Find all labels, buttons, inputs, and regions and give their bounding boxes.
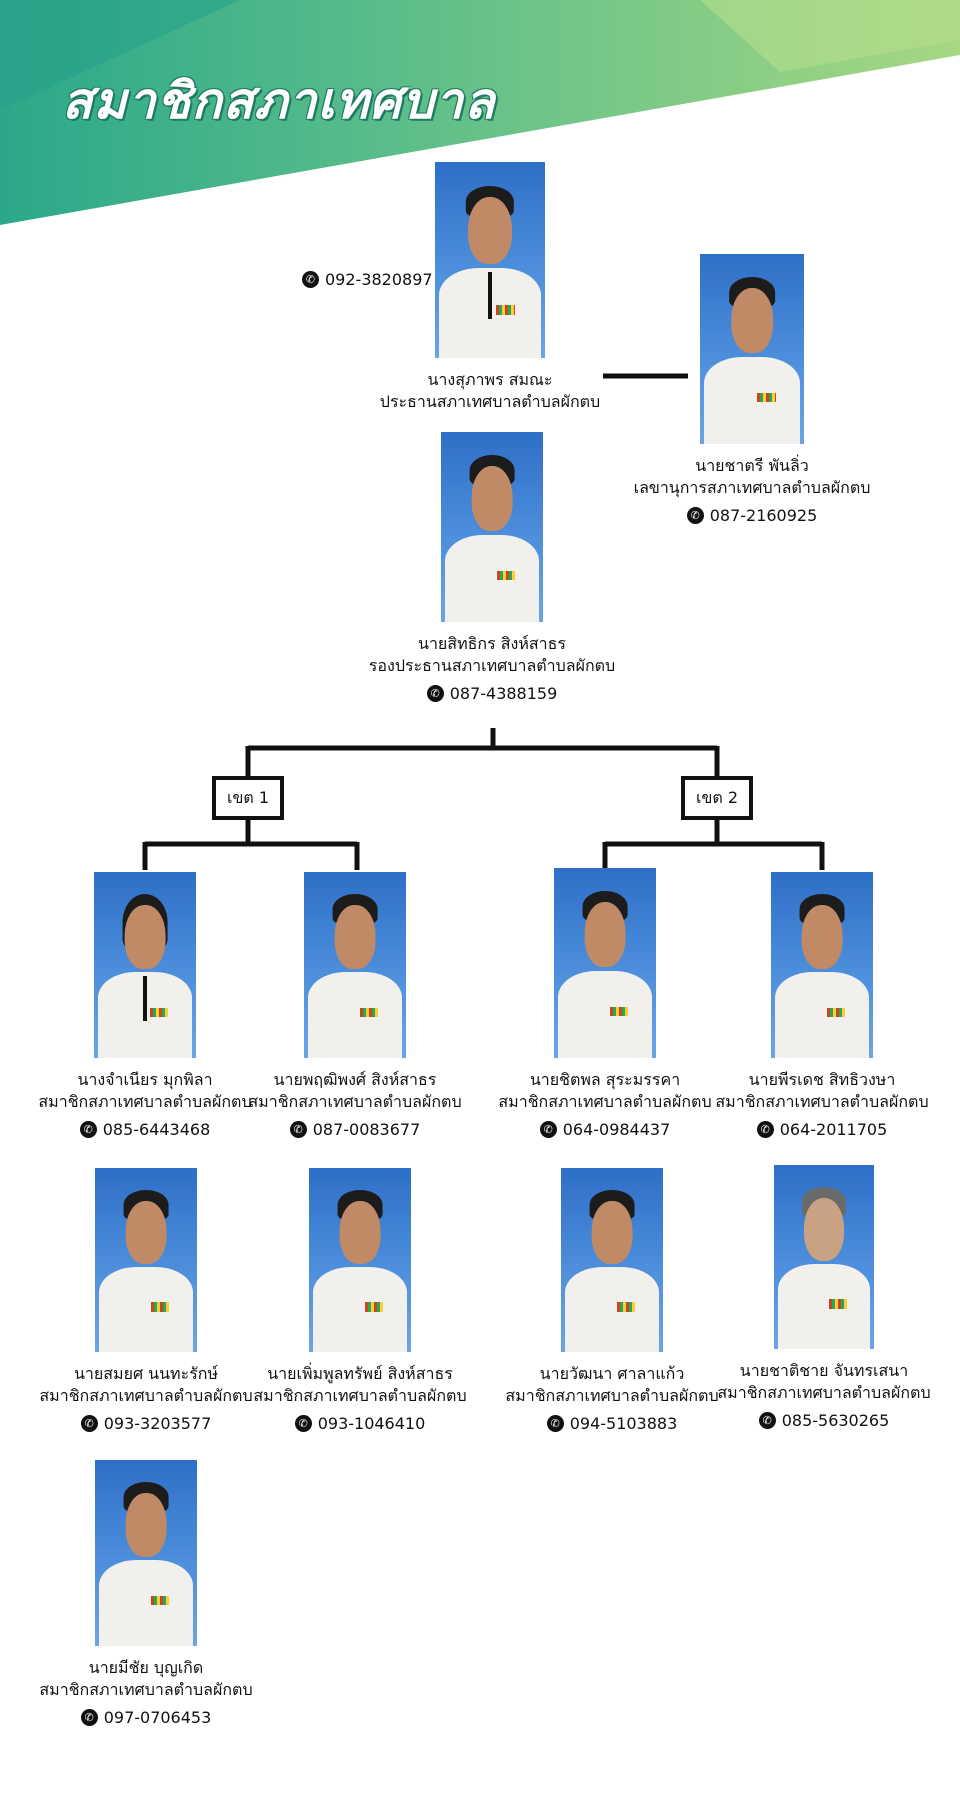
phone-number: 092-3820897 (325, 270, 433, 289)
member-name: นางจำเนียร มุกพิลา (77, 1070, 213, 1089)
phone-icon: ✆ (546, 1415, 564, 1432)
phone-row: ✆ 094-5103883 (482, 1414, 742, 1433)
phone-row: ✆ 093-3203577 (16, 1414, 276, 1433)
phone-number: 064-0984437 (562, 1120, 671, 1139)
portrait-photo (94, 872, 196, 1058)
member-role: สมาชิกสภาเทศบาลตำบลผักตบ (498, 1092, 712, 1111)
portrait-photo (435, 162, 545, 358)
phone-icon: ✆ (756, 1121, 774, 1138)
portrait-photo (441, 432, 543, 622)
member-role: สมาชิกสภาเทศบาลตำบลผักตบ (248, 1092, 462, 1111)
portrait-photo (304, 872, 406, 1058)
portrait-photo (561, 1168, 663, 1352)
member-card: นายพฤฒิพงศ์ สิงห์สาธร สมาชิกสภาเทศบาลตำบ… (225, 872, 485, 1139)
portrait-photo (774, 1165, 874, 1349)
member-name: นายชิตพล สุระมรรคา (529, 1070, 681, 1089)
phone-icon: ✆ (294, 1415, 312, 1432)
member-card: นายเพิ่มพูลทรัพย์ สิงห์สาธร สมาชิกสภาเทศ… (230, 1168, 490, 1433)
member-card: นายสมยศ นนทะรักษ์ สมาชิกสภาเทศบาลตำบลผัก… (16, 1168, 276, 1433)
phone-row: ✆ 087-2160925 (622, 506, 882, 525)
member-role: สมาชิกสภาเทศบาลตำบลผักตบ (38, 1092, 252, 1111)
phone-icon: ✆ (80, 1415, 98, 1432)
phone-number: 087-2160925 (709, 506, 818, 525)
phone-icon: ✆ (426, 685, 444, 702)
portrait-photo (95, 1460, 197, 1646)
member-card: นายพีรเดช สิทธิวงษา สมาชิกสภาเทศบาลตำบลผ… (692, 872, 952, 1139)
phone-row: ✆ 064-2011705 (692, 1120, 952, 1139)
member-name: นายพฤฒิพงศ์ สิงห์สาธร (273, 1070, 437, 1089)
member-name: นางสุภาพร สมณะ (427, 370, 553, 389)
member-name: นายมีชัย บุญเกิด (88, 1658, 204, 1677)
member-card-president: นางสุภาพร สมณะ ประธานสภาเทศบาลตำบลผักตบ (360, 162, 620, 412)
phone-icon: ✆ (686, 507, 704, 524)
phone-icon: ✆ (289, 1121, 307, 1138)
member-role: เลขานุการสภาเทศบาลตำบลผักตบ (633, 478, 871, 497)
member-card-secretary: นายชาตรี พันลิ่ว เลขานุการสภาเทศบาลตำบลผ… (622, 254, 882, 525)
phone-number: 097-0706453 (103, 1708, 212, 1727)
phone-number: 094-5103883 (569, 1414, 678, 1433)
phone-row: ✆ 087-4388159 (362, 684, 622, 703)
member-name: นายวัฒนา ศาลาแก้ว (539, 1364, 685, 1383)
portrait-photo (309, 1168, 411, 1352)
page-title: สมาชิกสภาเทศบาล (62, 71, 496, 130)
member-card: นายชาติชาย จันทรเสนา สมาชิกสภาเทศบาลตำบล… (694, 1165, 954, 1430)
phone-number: 093-3203577 (103, 1414, 212, 1433)
member-role: รองประธานสภาเทศบาลตำบลผักตบ (368, 656, 616, 675)
zone-box-1: เขต 1 (212, 776, 284, 820)
header-band (0, 0, 960, 230)
phone-number: 085-6443468 (102, 1120, 211, 1139)
member-name: นายชาตรี พันลิ่ว (695, 456, 809, 475)
phone-icon: ✆ (302, 271, 319, 288)
member-role: สมาชิกสภาเทศบาลตำบลผักตบ (39, 1386, 253, 1405)
phone-icon: ✆ (758, 1412, 776, 1429)
phone-number: 087-4388159 (449, 684, 558, 703)
phone-icon: ✆ (79, 1121, 97, 1138)
member-role: สมาชิกสภาเทศบาลตำบลผักตบ (715, 1092, 929, 1111)
zone-box-2: เขต 2 (681, 776, 753, 820)
president-phone: ✆ 092-3820897 (302, 270, 433, 289)
member-card-vice-president: นายสิทธิกร สิงห์สาธร รองประธานสภาเทศบาลต… (362, 432, 622, 703)
member-card: นายวัฒนา ศาลาแก้ว สมาชิกสภาเทศบาลตำบลผัก… (482, 1168, 742, 1433)
member-card: นายมีชัย บุญเกิด สมาชิกสภาเทศบาลตำบลผักต… (16, 1460, 276, 1727)
member-name: นายพีรเดช สิทธิวงษา (748, 1070, 896, 1089)
portrait-photo (771, 872, 873, 1058)
member-card: นายชิตพล สุระมรรคา สมาชิกสภาเทศบาลตำบลผั… (475, 868, 735, 1139)
member-role: สมาชิกสภาเทศบาลตำบลผักตบ (253, 1386, 467, 1405)
member-name: นายสิทธิกร สิงห์สาธร (418, 634, 566, 653)
member-role: ประธานสภาเทศบาลตำบลผักตบ (379, 392, 601, 411)
member-role: สมาชิกสภาเทศบาลตำบลผักตบ (39, 1680, 253, 1699)
member-name: นายชาติชาย จันทรเสนา (739, 1361, 909, 1380)
phone-row: ✆ 097-0706453 (16, 1708, 276, 1727)
phone-number: 085-5630265 (781, 1411, 890, 1430)
phone-row: ✆ 064-0984437 (475, 1120, 735, 1139)
member-role: สมาชิกสภาเทศบาลตำบลผักตบ (505, 1386, 719, 1405)
member-name: นายสมยศ นนทะรักษ์ (73, 1364, 219, 1383)
portrait-photo (700, 254, 804, 444)
member-name: นายเพิ่มพูลทรัพย์ สิงห์สาธร (267, 1364, 453, 1383)
member-role: สมาชิกสภาเทศบาลตำบลผักตบ (717, 1383, 931, 1402)
phone-row: ✆ 093-1046410 (230, 1414, 490, 1433)
phone-number: 064-2011705 (779, 1120, 888, 1139)
portrait-photo (95, 1168, 197, 1352)
phone-icon: ✆ (80, 1709, 98, 1726)
phone-row: ✆ 085-6443468 (15, 1120, 275, 1139)
member-card: นางจำเนียร มุกพิลา สมาชิกสภาเทศบาลตำบลผั… (15, 872, 275, 1139)
phone-number: 093-1046410 (317, 1414, 426, 1433)
phone-row: ✆ 085-5630265 (694, 1411, 954, 1430)
phone-number: 087-0083677 (312, 1120, 421, 1139)
phone-icon: ✆ (539, 1121, 557, 1138)
portrait-photo (554, 868, 656, 1058)
phone-row: ✆ 087-0083677 (225, 1120, 485, 1139)
